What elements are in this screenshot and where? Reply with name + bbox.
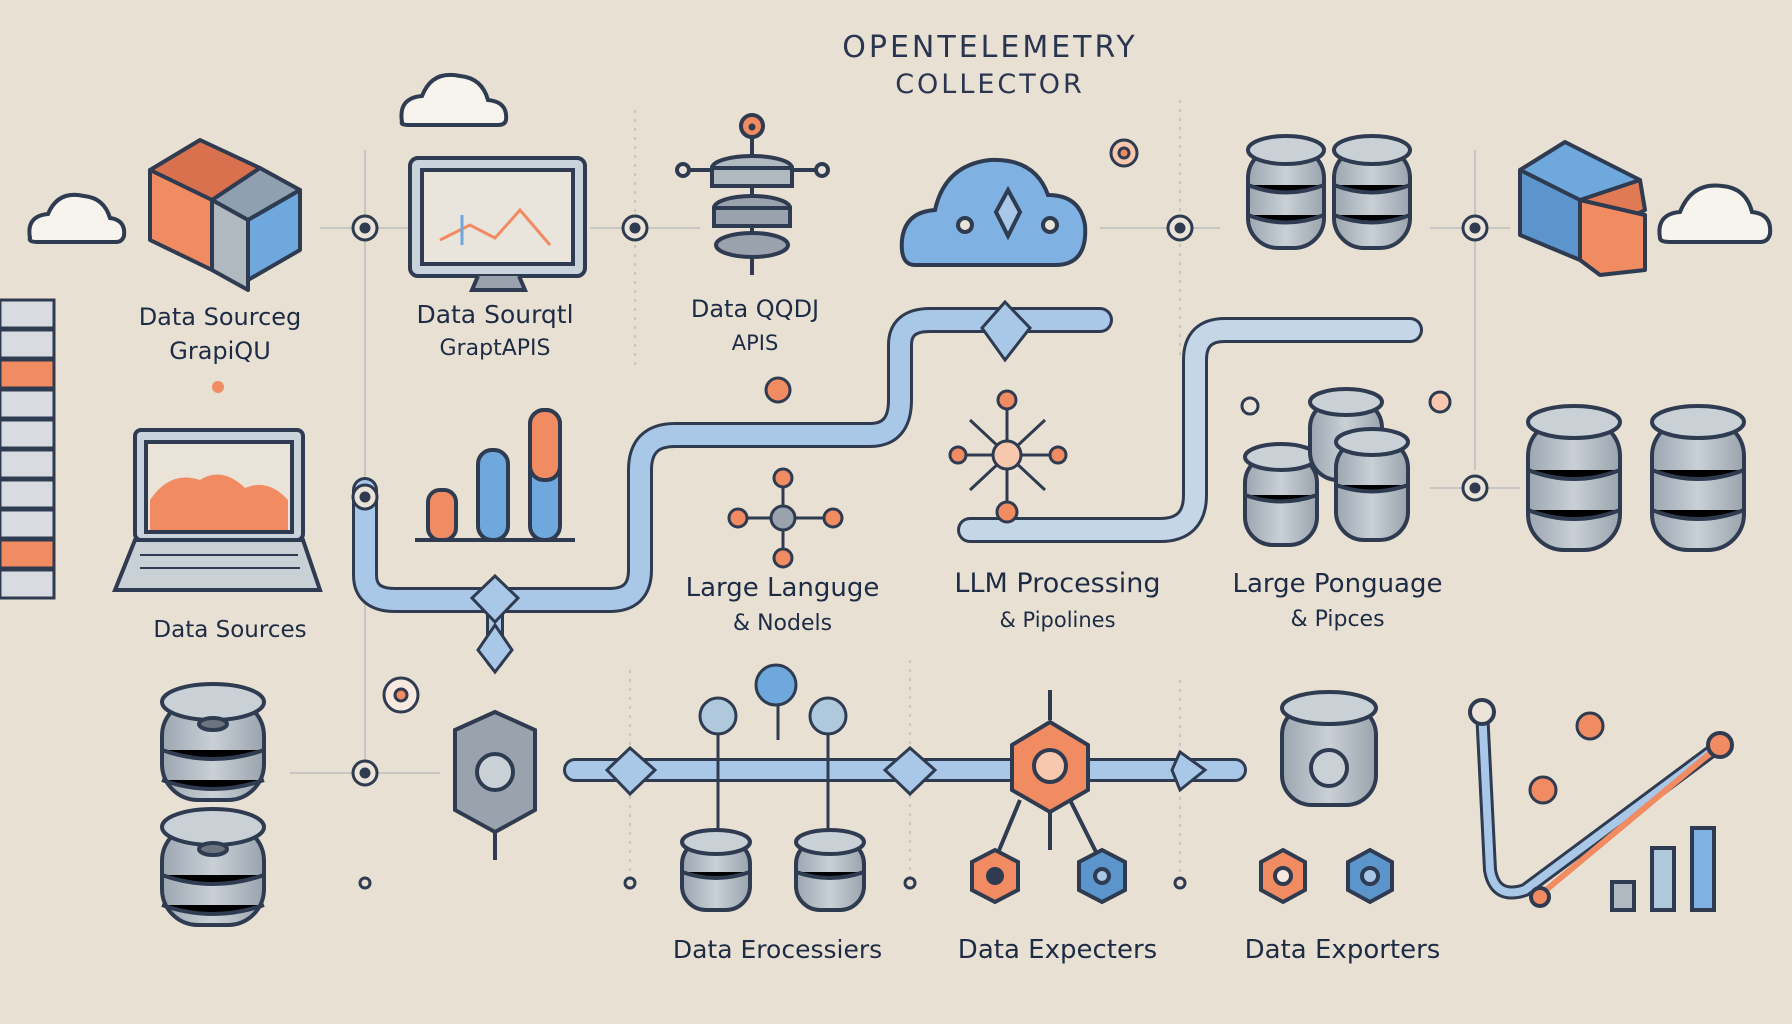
stacked-boxes-icon [148, 138, 302, 292]
label-llm-1: Large Languge & Nodels [655, 570, 910, 642]
label-line: Data Sourceg [138, 303, 302, 331]
label-line: & Nodels [732, 611, 833, 636]
title-line-1: OPENTELEMETRY [842, 30, 1138, 65]
database-icon [1280, 690, 1378, 807]
laptop-chart-icon [112, 428, 323, 592]
server-rack-icon [0, 298, 56, 600]
label-top-sources-1: Data Sourceg GrapiQU [110, 300, 330, 368]
server-stack-icon [675, 113, 830, 275]
database-icon [160, 807, 266, 927]
database-icon [1334, 427, 1410, 542]
decorative-dots [212, 123, 1605, 890]
router-icon [453, 709, 537, 860]
database-icon [1650, 404, 1746, 552]
label-line: & Pipolines [999, 608, 1116, 632]
hexagon-node-icon [970, 690, 1127, 905]
database-icon [1243, 442, 1319, 547]
label-line: APIS [731, 331, 779, 355]
database-icon [160, 682, 266, 802]
label-line: Large Ponguаge [1232, 569, 1443, 599]
label-line: & Pipces [1290, 607, 1385, 632]
junction-nodes [351, 214, 1489, 787]
database-icon [1246, 134, 1326, 250]
network-node-icon [727, 467, 844, 569]
database-icon [1526, 404, 1622, 552]
pipeline [352, 307, 1423, 782]
label-bottom-2: Data Expeсters [957, 935, 1158, 965]
label-line: GraptAPIS [439, 336, 551, 361]
label-line: Data QQDJ [690, 295, 820, 323]
cloud-platform-icon [899, 157, 1088, 267]
label-llm-2: LLM Processing & Pipolines [935, 566, 1180, 638]
label-llm-3: Large Ponguаge & Pipces [1215, 566, 1460, 638]
diagram-title: OPENTELEMETRY COLLECTOR [760, 30, 1220, 100]
label-bottom-3: Data Exporters [1244, 935, 1441, 965]
label-top-sources-3: Data QQDJ APIS [655, 292, 855, 360]
label-line: Data Sourqtl [416, 300, 574, 329]
pipe-joints [469, 299, 1208, 797]
label-bottom-1: Data Eroceѕsiers [672, 935, 883, 964]
label-line: GrapiQU [169, 337, 271, 365]
label-line: LLM Processing [954, 568, 1161, 599]
database-icon [680, 828, 752, 912]
label-line: Large Languge [685, 573, 880, 603]
trend-chart-icon [1468, 698, 1734, 912]
bar-chart-icon [415, 408, 575, 542]
label-data-sources: Data Sources [153, 617, 307, 643]
label-top-sources-2: Data Sourqtl GraptAPIS [385, 298, 605, 366]
monitor-chart-icon [408, 156, 587, 292]
title-line-2: COLLECTOR [895, 69, 1085, 100]
cloud-icon [1657, 183, 1773, 244]
cloud-icon [27, 192, 127, 244]
database-icon [1332, 134, 1412, 250]
network-node-icon [948, 389, 1068, 524]
cloud-icon [399, 73, 509, 127]
stacked-boxes-icon [1518, 140, 1647, 277]
exporter-node-icon [1259, 847, 1394, 905]
processor-tree-icon [698, 663, 848, 850]
database-icon [794, 828, 866, 912]
